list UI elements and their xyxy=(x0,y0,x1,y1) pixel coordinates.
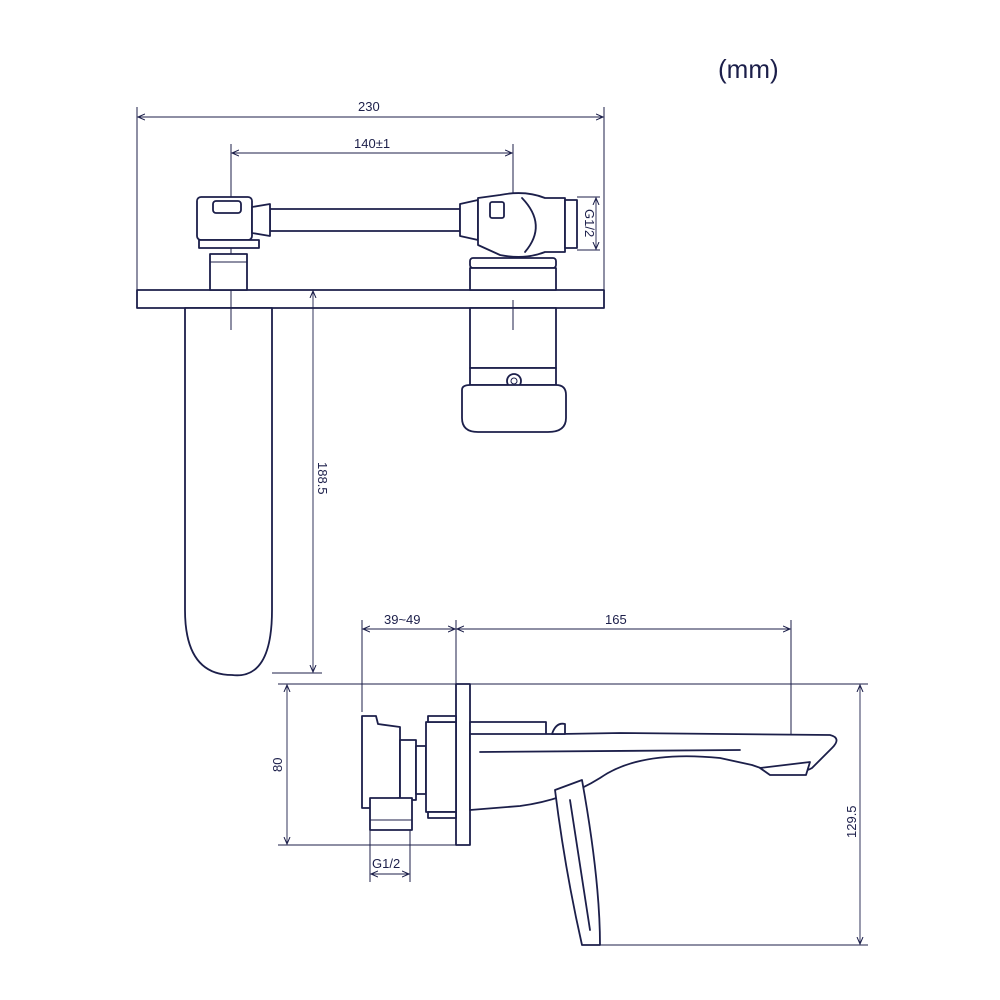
spout-connector xyxy=(196,196,253,241)
dim-spout-reach: 165 xyxy=(605,612,627,627)
left-inlet-stub xyxy=(209,253,248,291)
outlet-thread xyxy=(564,199,578,249)
dim-inlet-spacing: 140±1 xyxy=(354,136,390,151)
nut-side xyxy=(399,739,417,801)
wall-plate xyxy=(136,289,605,309)
dim-plate-height: 80 xyxy=(270,758,285,772)
connector-tube xyxy=(269,208,461,232)
lever-handle xyxy=(554,779,601,946)
spout-top-view xyxy=(184,307,273,677)
unit-label: (mm) xyxy=(718,54,779,84)
side-view: 39~49 165 80 129.5 G1/2 xyxy=(270,612,868,946)
dim-spout-drop: 188.5 xyxy=(315,462,330,495)
top-view: 230 140±1 G1/2 xyxy=(136,99,605,677)
dim-overall-width: 230 xyxy=(358,99,380,114)
dim-thread-side: G1/2 xyxy=(372,856,400,871)
dim-wall-depth: 39~49 xyxy=(384,612,421,627)
dim-thread-top: G1/2 xyxy=(582,209,597,237)
handle-knob xyxy=(461,384,567,433)
mixer-body xyxy=(477,192,566,258)
cartridge-collar xyxy=(469,267,557,291)
wall-plate-side xyxy=(455,683,471,846)
in-wall-body xyxy=(361,715,401,809)
inlet-side xyxy=(369,797,413,831)
spout-nut xyxy=(198,239,260,249)
dim-overall-height: 129.5 xyxy=(844,805,859,838)
